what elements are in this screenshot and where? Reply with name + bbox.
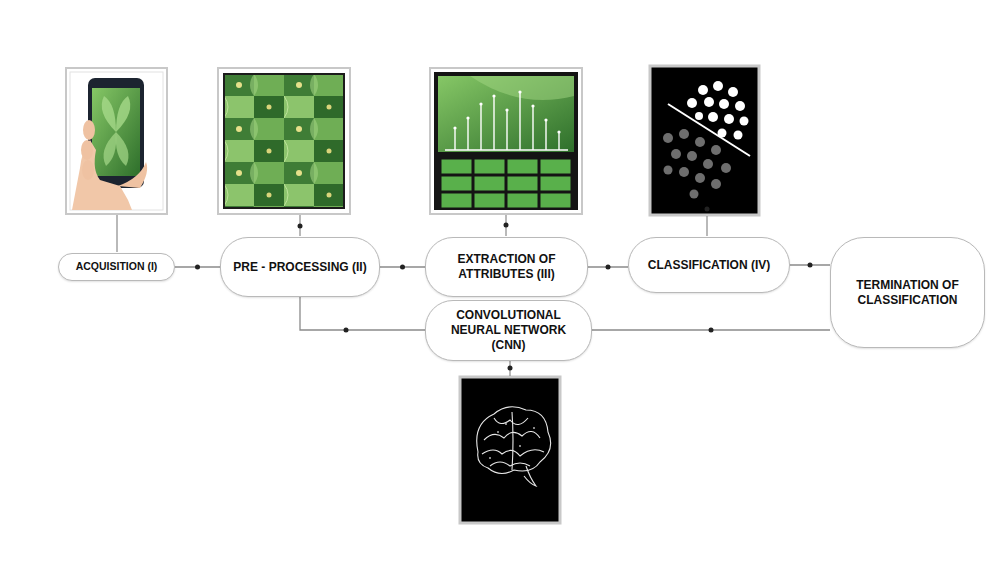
acquisition-image	[66, 68, 167, 214]
process-box: ACQUISITION (I)	[58, 253, 175, 281]
brain-image	[460, 377, 560, 523]
leader-lines	[117, 215, 707, 376]
connector-dot	[606, 265, 611, 270]
node-label: PRE - PROCESSING (II)	[233, 260, 366, 275]
connector-dot	[709, 328, 714, 333]
node-label: EXTRACTION OF ATTRIBUTES (III)	[438, 252, 575, 282]
connector-dot	[344, 328, 349, 333]
process-box: EXTRACTION OF ATTRIBUTES (III)	[425, 237, 588, 297]
node-label: TERMINATION OF CLASSIFICATION	[843, 278, 972, 308]
preprocessing-image	[218, 68, 350, 214]
node-label: ACQUISITION (I)	[76, 260, 158, 273]
terminal-box: TERMINATION OF CLASSIFICATION	[830, 237, 985, 348]
process-box: PRE - PROCESSING (II)	[220, 237, 380, 297]
classification-image	[650, 66, 759, 215]
node-label: CLASSIFICATION (IV)	[648, 258, 770, 273]
node-label: CONVOLUTIONAL NEURAL NETWORK (CNN)	[436, 308, 581, 353]
extraction-image	[430, 68, 582, 214]
process-box: CLASSIFICATION (IV)	[628, 237, 790, 293]
connector-dot	[195, 265, 200, 270]
connector	[300, 297, 425, 330]
connector-dot	[808, 263, 813, 268]
connector-dot	[400, 265, 405, 270]
process-box: CONVOLUTIONAL NEURAL NETWORK (CNN)	[425, 300, 592, 361]
